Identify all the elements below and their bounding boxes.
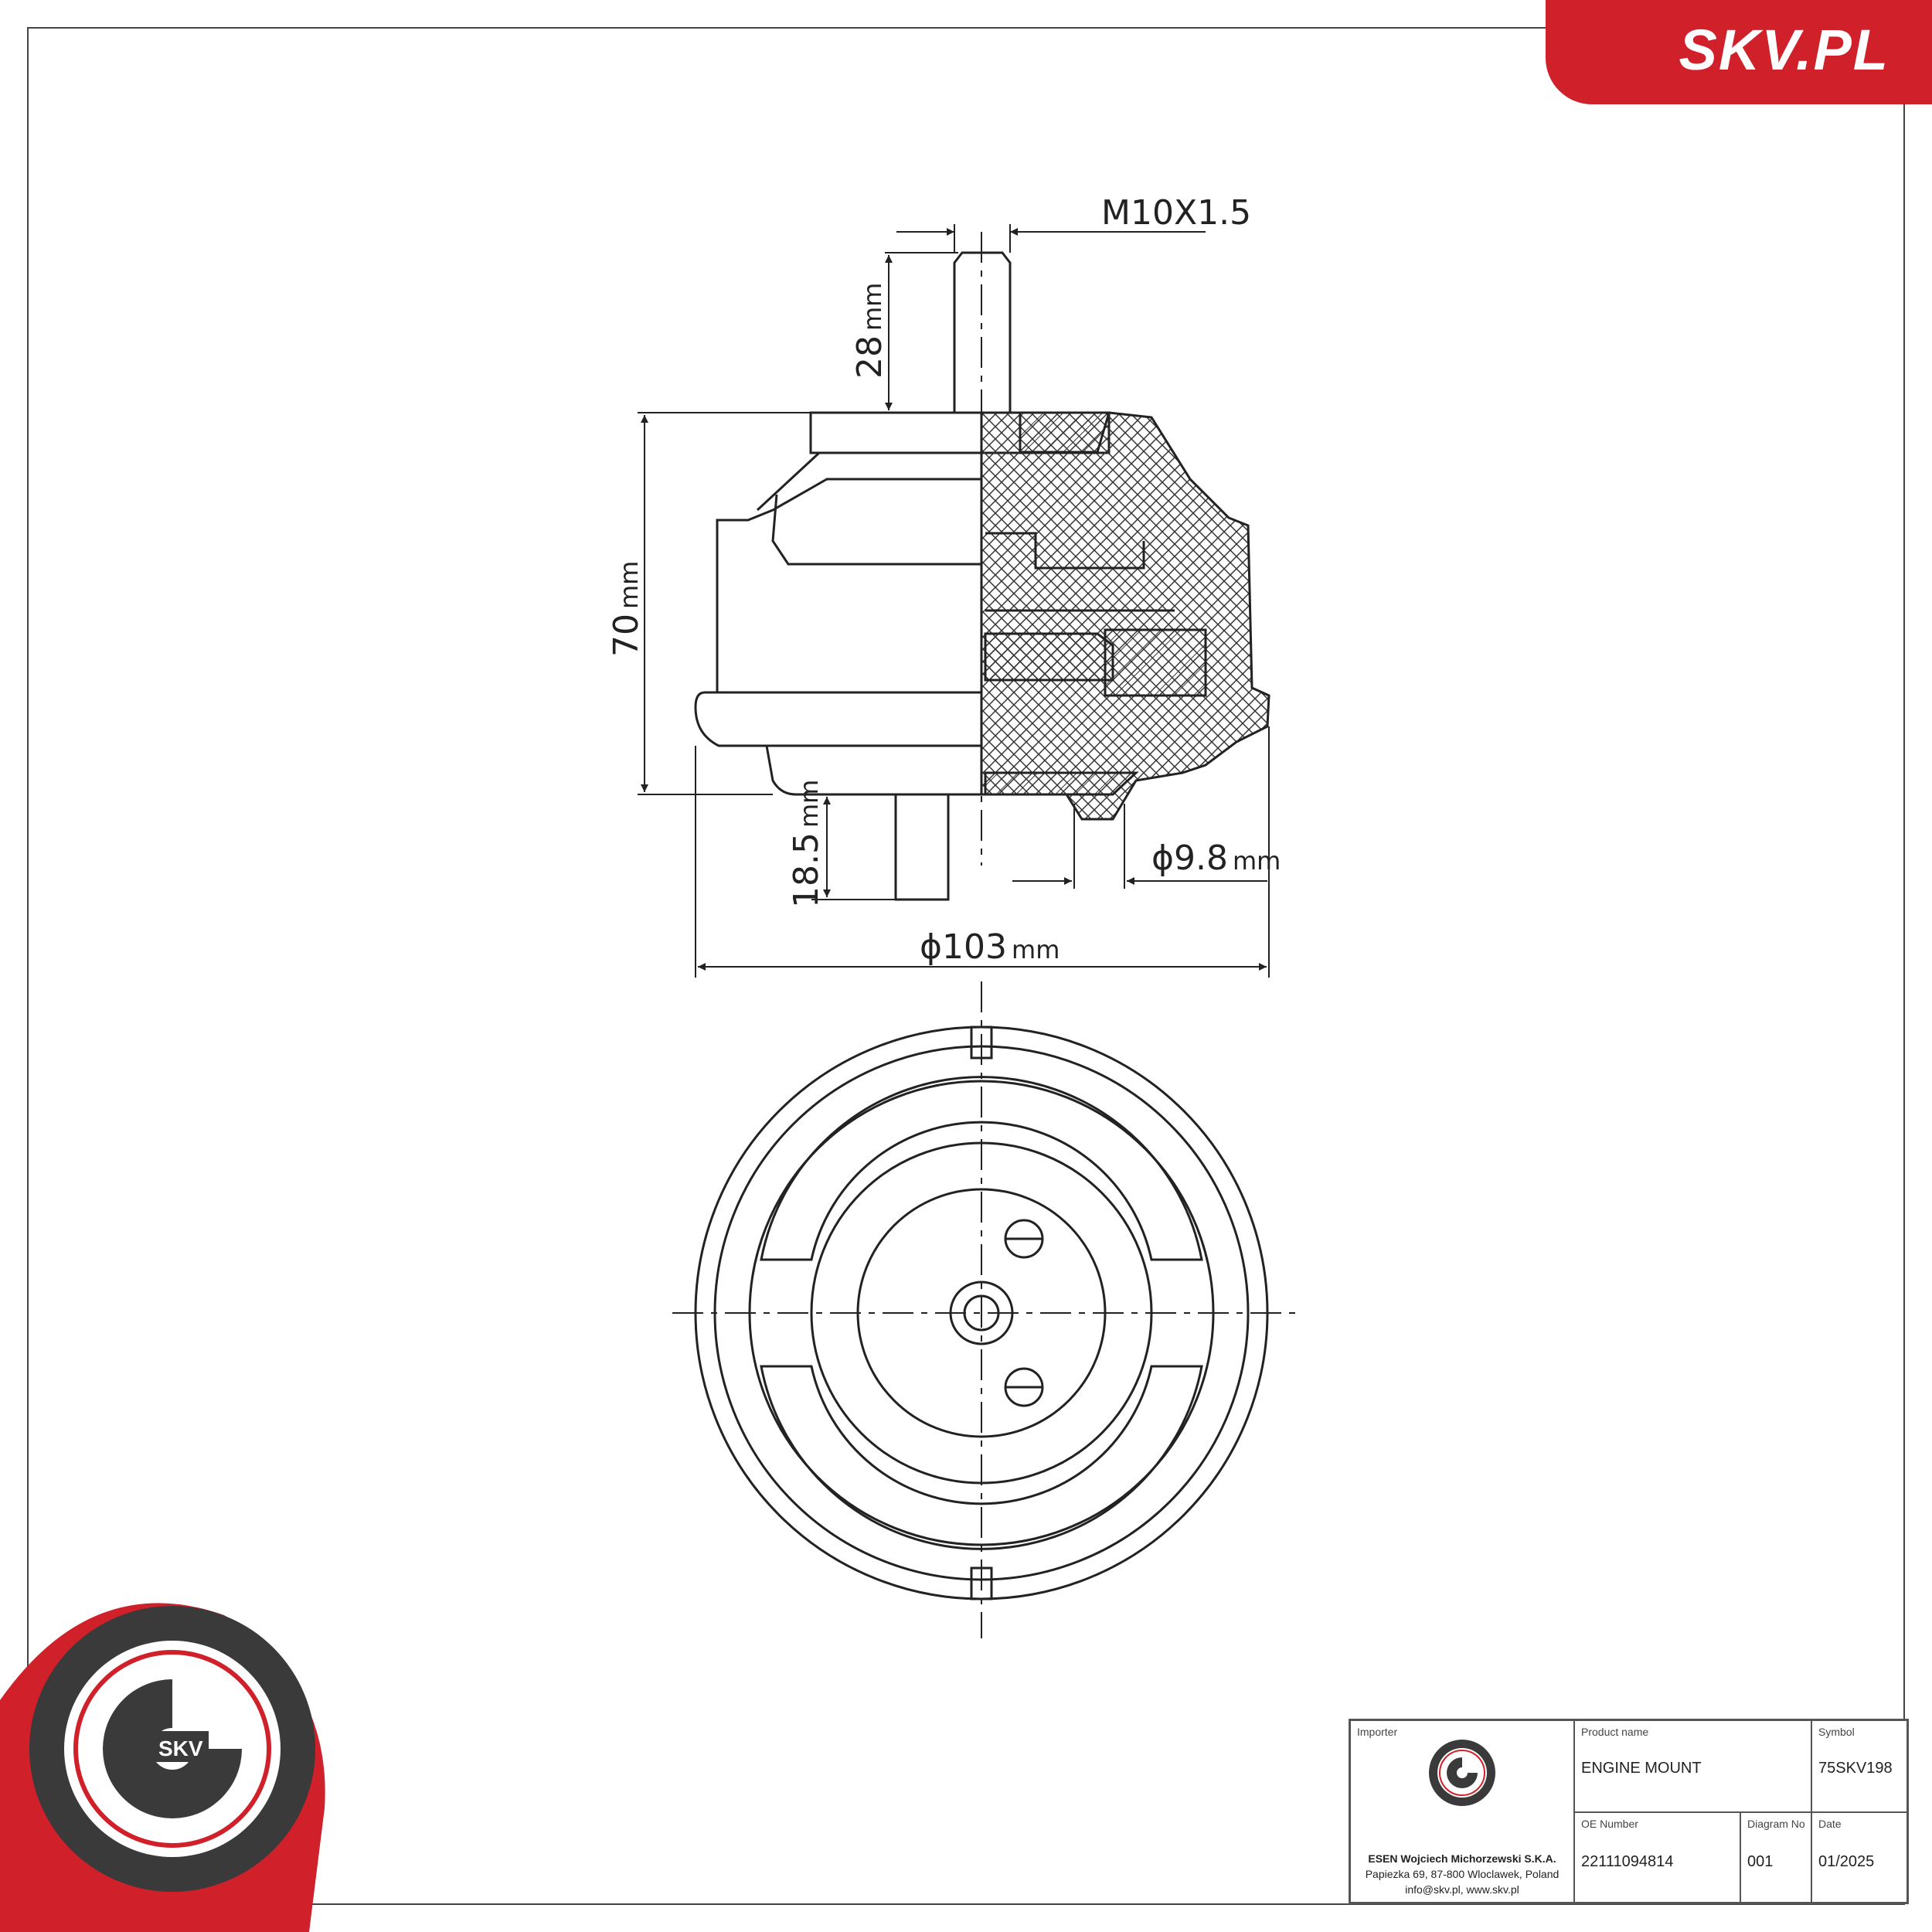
symbol-label: Symbol (1818, 1726, 1855, 1738)
drawing-frame (27, 27, 1905, 1905)
dimension-lines (638, 224, 1270, 978)
hole-diameter-value: ϕ9.8 (1151, 838, 1228, 878)
brand-logo-text: SKV.PL (1679, 18, 1889, 82)
date-value: 01/2025 (1818, 1853, 1875, 1870)
title-block: Importer ESEN Wojciech Michorzewski S.K.… (1349, 1719, 1909, 1904)
diagram-no-cell: Diagram No 001 (1740, 1813, 1811, 1902)
bottom-pan (765, 745, 981, 796)
stud-bottom-unit: mm (794, 780, 824, 828)
height-dimension: 70 mm (607, 561, 646, 657)
importer-logo (1429, 1740, 1495, 1806)
oe-number: 22111094814 (1581, 1853, 1674, 1870)
stud-top-value: 28 (850, 335, 889, 379)
stud-top-unit: mm (858, 283, 887, 331)
body-outline (716, 453, 983, 694)
bottom-stud (894, 793, 950, 901)
stud-bottom-value: 18.5 (787, 832, 826, 908)
outer-diameter-value: ϕ103 (920, 927, 1007, 967)
top-stud (953, 251, 1012, 413)
symbol-cell: Symbol 75SKV198 (1811, 1721, 1906, 1813)
product-name-label: Product name (1581, 1726, 1649, 1738)
height-unit: mm (614, 561, 644, 609)
brand-logo: SKV.PL (1546, 0, 1932, 104)
importer-info: ESEN Wojciech Michorzewski S.K.A. Papiez… (1351, 1851, 1573, 1897)
flange (694, 691, 981, 747)
importer-name: ESEN Wojciech Michorzewski S.K.A. (1368, 1852, 1556, 1865)
stud-top-dimension: 28mm (850, 283, 889, 379)
stud-bottom-dimension: 18.5 mm (787, 780, 826, 908)
diagram-no-label: Diagram No (1747, 1818, 1805, 1830)
product-name-cell: Product name ENGINE MOUNT (1573, 1721, 1811, 1813)
diagram-no: 001 (1747, 1853, 1774, 1870)
oe-number-label: OE Number (1581, 1818, 1638, 1830)
importer-address: Papiezka 69, 87-800 Wloclawek, Poland (1365, 1868, 1560, 1880)
date-label: Date (1818, 1818, 1842, 1830)
product-name: ENGINE MOUNT (1581, 1760, 1702, 1777)
importer-label: Importer (1357, 1726, 1398, 1738)
section-view (980, 411, 1270, 821)
skv-stamp-logo: SKV (0, 1603, 325, 1932)
oe-number-cell: OE Number 22111094814 (1573, 1813, 1740, 1902)
thread-dimension: M10X1.5 (1101, 193, 1251, 233)
hole-diameter-unit: mm (1233, 846, 1281, 876)
height-value: 70 (607, 614, 646, 657)
outer-diameter-unit: mm (1012, 935, 1060, 964)
side-view (694, 232, 1270, 901)
top-view (672, 981, 1298, 1638)
importer-contact: info@skv.pl, www.skv.pl (1405, 1883, 1519, 1896)
importer-cell: Importer ESEN Wojciech Michorzewski S.K.… (1351, 1721, 1573, 1902)
stamp-center-text: SKV (158, 1736, 203, 1760)
date-cell: Date 01/2025 (1811, 1813, 1906, 1902)
symbol-value: 75SKV198 (1818, 1760, 1893, 1777)
